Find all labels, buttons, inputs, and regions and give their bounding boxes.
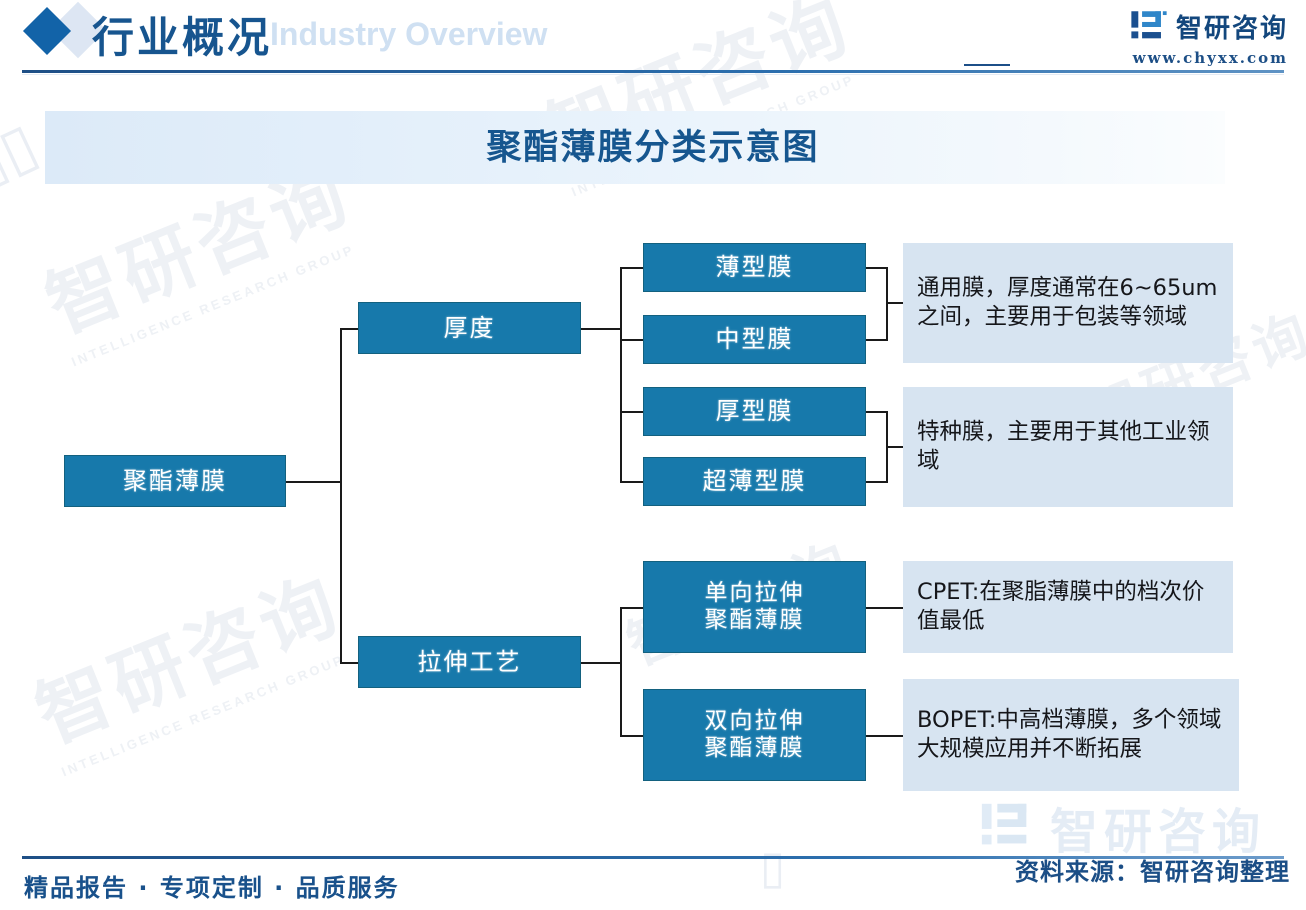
node-ultrathin-film[interactable]: 超薄型膜 — [643, 457, 866, 506]
bracket-g2-bottom — [866, 481, 888, 483]
title-banner — [45, 111, 1225, 184]
brand-name: 智研咨询 — [1175, 14, 1288, 44]
node-stretch-process[interactable]: 拉伸工艺 — [358, 636, 581, 688]
connector-stretch-spine — [620, 608, 622, 736]
brand-url-rule — [964, 64, 1010, 66]
page-header: Industry Overview 行业概况 智研咨询 www.chyxx.co… — [0, 0, 1306, 78]
desc-special-film: 特种膜，主要用于其他工业领域 — [903, 387, 1233, 507]
connector-leaf-thin — [620, 267, 644, 269]
node-medium-film[interactable]: 中型膜 — [643, 315, 866, 364]
connector-leaf-biaxial — [620, 735, 644, 737]
node-uniaxial-film[interactable]: 单向拉伸 聚酯薄膜 — [643, 561, 866, 653]
node-thick-film[interactable]: 厚型膜 — [643, 387, 866, 436]
brand-url: www.chyxx.com — [1132, 49, 1288, 67]
node-biaxial-film[interactable]: 双向拉伸 聚酯薄膜 — [643, 689, 866, 781]
connector-cpet — [866, 607, 906, 609]
connector-bopet — [866, 735, 906, 737]
node-thickness[interactable]: 厚度 — [358, 302, 581, 354]
header-divider — [22, 70, 1284, 73]
footer-slogan: 精品报告 · 专项定制 · 品质服务 — [24, 874, 400, 902]
chart-title: 聚酯薄膜分类示意图 — [486, 127, 820, 168]
connector-leaf-thick — [620, 411, 644, 413]
brand-block: 智研咨询 www.chyxx.com — [1130, 8, 1288, 67]
header-subtitle: Industry Overview — [270, 16, 548, 52]
page-title: 行业概况 — [92, 13, 273, 62]
bracket-g1-out — [886, 302, 903, 304]
source-note: 资料来源：智研咨询整理 — [1015, 858, 1290, 886]
desc-cpet: CPET:在聚脂薄膜中的档次价值最低 — [903, 561, 1233, 653]
connector-thickness-out — [581, 328, 621, 330]
brand-logo-icon — [1131, 10, 1167, 38]
bracket-g1-spine — [886, 267, 888, 341]
connector-trunk — [340, 329, 342, 663]
footer-divider — [22, 856, 1284, 859]
connector-root — [286, 481, 342, 483]
connector-leaf-medium — [620, 339, 644, 341]
connector-thickness-spine — [620, 268, 622, 481]
watermark-logo: 智研咨询 — [978, 792, 1266, 862]
connector-leaf-uniaxial — [620, 607, 644, 609]
watermark-logo-text: 智研咨询 — [1049, 806, 1266, 859]
node-thin-film[interactable]: 薄型膜 — [643, 243, 866, 292]
bracket-g1-bottom — [866, 339, 888, 341]
connector-thickness — [340, 328, 360, 330]
desc-bopet: BOPET:中高档薄膜，多个领域大规模应用并不断拓展 — [903, 679, 1239, 791]
connector-leaf-ultrathin — [620, 481, 644, 483]
node-root[interactable]: 聚酯薄膜 — [64, 455, 286, 507]
connector-stretch — [340, 662, 360, 664]
bracket-g1-top — [866, 267, 888, 269]
header-divider-secondary — [22, 74, 1284, 75]
bracket-g2-out — [886, 446, 903, 448]
desc-general-film: 通用膜，厚度通常在6~65um之间，主要用于包装等领域 — [903, 243, 1233, 363]
connector-stretch-out — [581, 662, 621, 664]
brand-mark-icon — [981, 803, 1027, 845]
bracket-g2-top — [866, 411, 888, 413]
